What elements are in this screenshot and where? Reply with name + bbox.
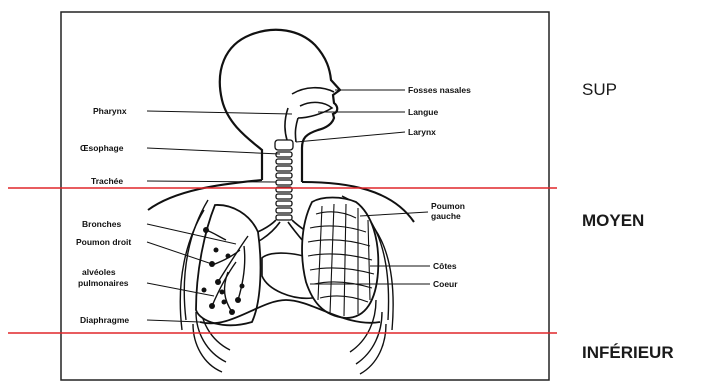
label-langue: Langue [408, 107, 438, 117]
label-coeur: Coeur [433, 279, 458, 289]
level-moyen: MOYEN [582, 211, 644, 231]
label-cotes: Côtes [433, 261, 457, 271]
label-larynx: Larynx [408, 127, 436, 137]
trachea [275, 140, 293, 220]
label-poumon-gauche-line2: gauche [431, 211, 461, 221]
label-pharynx: Pharynx [93, 106, 127, 116]
label-alveoles-line1: alvéoles [82, 267, 116, 277]
label-trachee: Trachée [91, 176, 123, 186]
label-oesophage: Œsophage [80, 143, 124, 153]
label-diaphragme: Diaphragme [80, 315, 129, 325]
level-inferieur: INFÉRIEUR [582, 343, 674, 363]
label-fosses-nasales: Fosses nasales [408, 85, 471, 95]
diagram-frame [61, 12, 549, 380]
label-poumon-droit: Poumon droit [76, 237, 131, 247]
label-poumon-gauche-line1: Poumon [431, 201, 465, 211]
label-bronches: Bronches [82, 219, 121, 229]
label-alveoles-line2: pulmonaires [78, 278, 129, 288]
level-superieur: SUP [582, 80, 617, 100]
